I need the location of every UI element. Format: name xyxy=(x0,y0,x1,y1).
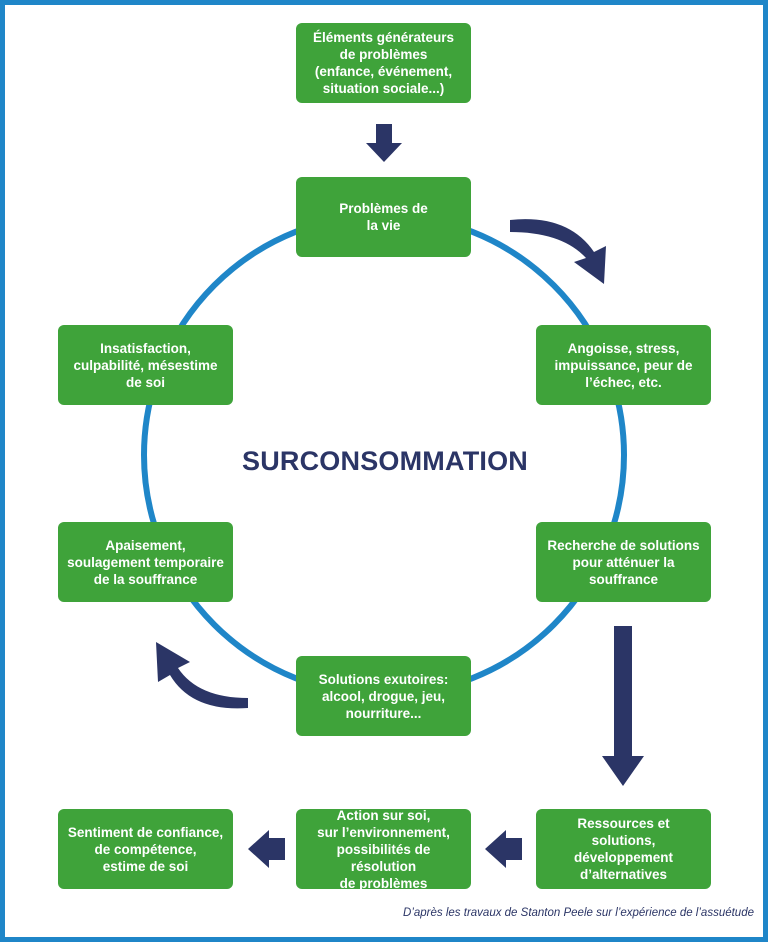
node-dissatisfaction: Insatisfaction, culpabilité, mésestime d… xyxy=(58,325,233,405)
node-resources: Ressources et solutions, développement d… xyxy=(536,809,711,889)
node-origins: Éléments générateurs de problèmes (enfan… xyxy=(296,23,471,103)
node-anxiety: Angoisse, stress, impuissance, peur de l… xyxy=(536,325,711,405)
arrow-action-to-confidence xyxy=(248,830,285,868)
node-relief: Apaisement, soulagement temporaire de la… xyxy=(58,522,233,602)
curved-arrow-bottom-left xyxy=(156,642,248,709)
center-title: SURCONSOMMATION xyxy=(242,446,528,476)
source-caption: D’après les travaux de Stanton Peele sur… xyxy=(403,907,754,919)
arrow-search-to-resources xyxy=(602,626,644,786)
arrow-origins-to-problems xyxy=(366,124,402,162)
node-action: Action sur soi, sur l’environnement, pos… xyxy=(296,808,471,891)
node-search-solutions: Recherche de solutions pour atténuer la … xyxy=(536,522,711,602)
curved-arrow-top-right xyxy=(510,219,606,284)
arrow-resources-to-action xyxy=(485,830,522,868)
node-life-problems: Problèmes de la vie xyxy=(296,177,471,257)
node-escape-solutions: Solutions exutoires: alcool, drogue, jeu… xyxy=(296,656,471,736)
node-confidence: Sentiment de confiance, de compétence, e… xyxy=(58,809,233,889)
